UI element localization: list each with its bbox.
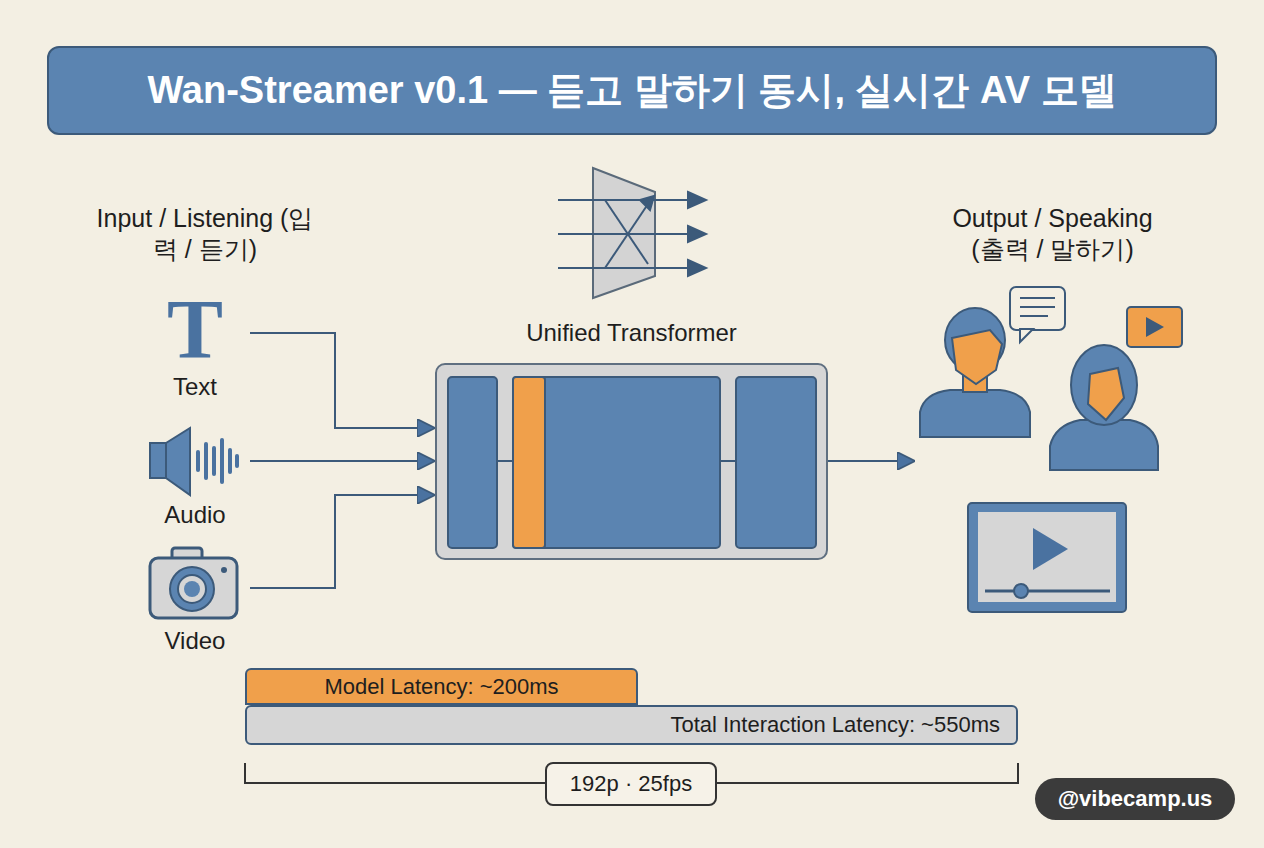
edge-group: [250, 333, 915, 588]
wave-bar: [235, 456, 239, 466]
resolution-box: 192p · 25fps: [545, 762, 717, 806]
transformer-heading: Unified Transformer: [377, 320, 886, 346]
camera-dot: [221, 567, 227, 573]
signal-line: [558, 267, 690, 269]
arrow-head: [640, 196, 654, 210]
person-hair: [1071, 345, 1137, 425]
progress-bar: [985, 590, 1110, 593]
flow-arrow: [250, 495, 435, 588]
wave-bar: [228, 450, 232, 472]
group-heading: Output / Speaking (출력 / 말하기): [938, 203, 1168, 265]
camera-body: [150, 558, 237, 618]
sound-wave: [198, 440, 237, 482]
arrow-head: [688, 226, 706, 242]
listener-person: [1050, 345, 1158, 470]
input-caption: Text: [140, 374, 250, 400]
wave-bar: [220, 440, 224, 482]
signal-line: [558, 233, 690, 235]
speaker-body: [150, 443, 166, 478]
wave-bar: [212, 448, 216, 474]
transformer-symbol: [558, 168, 706, 298]
video-input-icon: Video: [140, 540, 250, 658]
wave-bar: [204, 444, 208, 478]
bubble-tail: [1020, 329, 1033, 342]
progress-knob: [1014, 584, 1028, 598]
camera-lens: [178, 575, 206, 603]
input-caption: Video: [140, 628, 250, 654]
play-symbol: [1033, 528, 1068, 570]
bubble-shape: [1127, 307, 1182, 347]
player-screen: [978, 512, 1116, 602]
speaker-icon: [150, 428, 237, 495]
flow-arrow: [250, 460, 435, 462]
resolution-label: 192p · 25fps: [570, 771, 692, 797]
speech-bubble: [1010, 287, 1065, 342]
signal-line: [558, 199, 690, 201]
person-body: [1050, 420, 1158, 470]
latency-bar: Total Interaction Latency: ~550ms: [245, 705, 1018, 745]
signal-line: [605, 200, 648, 264]
title-banner: Wan-Streamer v0.1 — 듣고 말하기 동시, 실시간 AV 모델: [47, 46, 1217, 135]
input-group: Input / Listening (입력 / 듣기) T TextAudioVid…: [90, 195, 320, 665]
transformer-box: Unified Transformer: [435, 363, 828, 560]
text-input-icon: T Text: [140, 290, 250, 410]
text-icon-glyph: T: [140, 290, 250, 370]
bubble-line: [1020, 315, 1048, 317]
input-caption: Audio: [140, 502, 250, 528]
speaker-cone: [166, 428, 190, 495]
latency-label: Model Latency: ~200ms: [324, 674, 558, 700]
wave-bar: [196, 452, 200, 470]
flow-arrow: [250, 333, 435, 428]
player-frame: [968, 503, 1126, 612]
bubble-line: [1020, 297, 1055, 299]
arrow-head: [688, 260, 706, 276]
bubble-shape: [1010, 287, 1065, 330]
latency-label: Total Interaction Latency: ~550ms: [670, 712, 1000, 738]
output-group: Output / Speaking (출력 / 말하기): [915, 195, 1190, 620]
camera-icon: [150, 548, 237, 618]
person-face: [1088, 368, 1124, 420]
audio-input-icon: Audio: [140, 420, 250, 532]
camera-lens: [170, 567, 214, 611]
video-player: [968, 503, 1126, 612]
flow-arrow: [828, 460, 915, 462]
play-symbol: [1146, 317, 1164, 337]
person-face: [952, 330, 1002, 384]
arrow-head: [688, 192, 706, 208]
person-body: [920, 390, 1030, 437]
play-bubble: [1127, 307, 1182, 347]
watermark: @vibecamp.us: [1035, 778, 1235, 820]
signal-line: [605, 204, 648, 268]
camera-lens: [184, 581, 200, 597]
latency-bar: Model Latency: ~200ms: [245, 668, 638, 705]
bubble-line: [1020, 306, 1055, 308]
group-heading: Input / Listening (입력 / 듣기): [90, 203, 320, 265]
